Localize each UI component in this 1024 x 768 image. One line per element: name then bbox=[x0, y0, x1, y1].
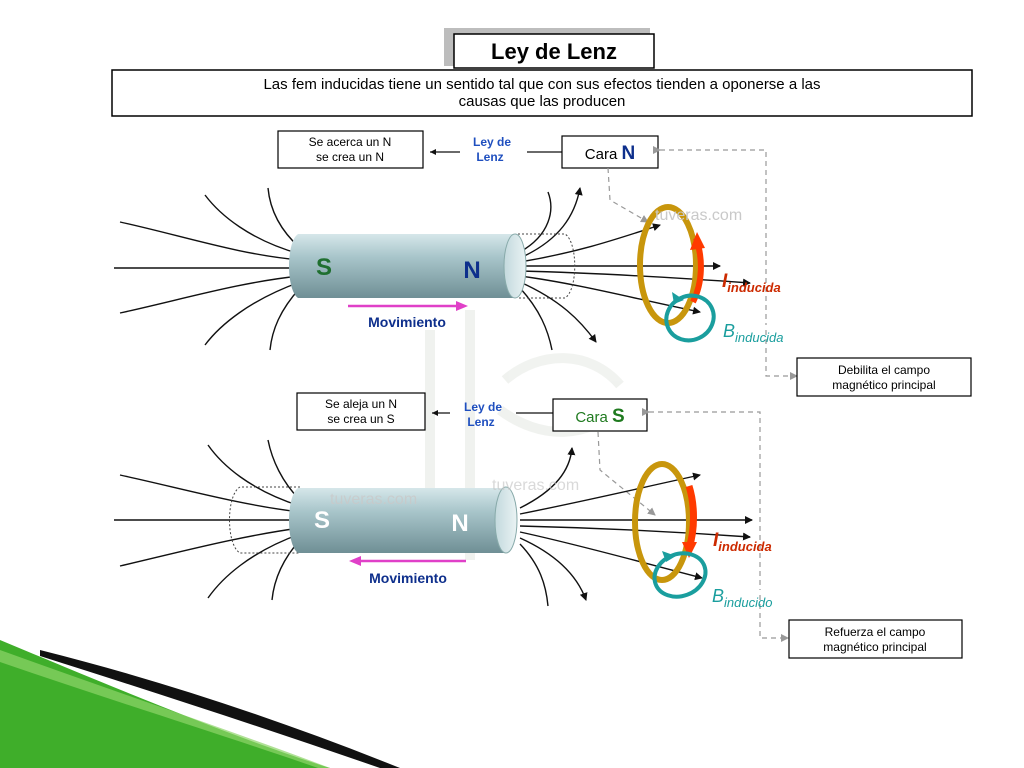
top-watermark: tuveras.com bbox=[655, 207, 742, 224]
bottom-face-prefix: Cara bbox=[575, 409, 612, 426]
title-group: Ley de Lenz bbox=[444, 28, 655, 69]
bottom-panel: Se aleja un N se crea un S Ley de Lenz C… bbox=[114, 392, 963, 659]
bottom-magnet-pole-s: S bbox=[314, 507, 330, 534]
svg-text:Iinducida: Iinducida bbox=[722, 271, 781, 295]
slide-title: Ley de Lenz bbox=[491, 39, 617, 64]
decorative-corner-swoosh bbox=[0, 640, 400, 768]
top-field-symbol: B bbox=[723, 321, 735, 341]
bottom-field-lines bbox=[114, 439, 753, 607]
bottom-magnet-pole-n: N bbox=[451, 510, 468, 537]
svg-text:Cara S: Cara S bbox=[575, 406, 624, 427]
top-result-line-2: se crea un N bbox=[316, 150, 384, 164]
top-motion-label: Movimiento bbox=[368, 314, 446, 330]
top-magnet-pole-s: S bbox=[316, 254, 332, 281]
top-magnet: S N bbox=[289, 233, 527, 299]
statement-box: Las fem inducidas tiene un sentido tal q… bbox=[111, 69, 973, 117]
statement-line-1: Las fem inducidas tiene un sentido tal q… bbox=[263, 76, 820, 93]
top-face-letter: N bbox=[621, 143, 635, 164]
bottom-current-symbol: I bbox=[713, 530, 719, 551]
bottom-current-subscript: inducida bbox=[718, 539, 771, 554]
top-face-prefix: Cara bbox=[585, 146, 622, 163]
statement-line-2: causas que las producen bbox=[459, 93, 626, 110]
svg-text:Binducida: Binducida bbox=[723, 321, 783, 345]
bottom-effect-box: Refuerza el campo magnético principal bbox=[788, 619, 963, 659]
bottom-result-line-1: Se aleja un N bbox=[325, 397, 397, 411]
top-result-box: Se acerca un N se crea un N bbox=[277, 130, 424, 169]
bottom-watermark-magnet: tuveras.com bbox=[330, 491, 417, 508]
top-field-subscript: inducida bbox=[735, 330, 783, 345]
bottom-watermark-coil: tuveras.com bbox=[492, 477, 579, 494]
bottom-field-subscript: inducido bbox=[724, 595, 772, 610]
bottom-magnet: S N bbox=[289, 486, 518, 554]
bottom-face-box: Cara S bbox=[552, 398, 648, 432]
top-effect-line-2: magnético principal bbox=[832, 378, 935, 392]
bottom-law-line-1: Ley de bbox=[464, 400, 502, 414]
bottom-field-loop bbox=[652, 551, 708, 599]
bottom-face-letter: S bbox=[612, 406, 625, 427]
top-field-loop bbox=[664, 293, 716, 343]
svg-text:Cara N: Cara N bbox=[585, 143, 635, 164]
top-panel: Se acerca un N se crea un N Ley de Lenz … bbox=[114, 130, 972, 397]
bottom-motion-label: Movimiento bbox=[369, 570, 447, 586]
top-field-lines bbox=[114, 187, 751, 351]
top-magnet-pole-n: N bbox=[463, 257, 480, 284]
top-law-line-2: Lenz bbox=[476, 150, 503, 164]
bottom-result-box: Se aleja un N se crea un S bbox=[296, 392, 426, 431]
svg-text:Binducido: Binducido bbox=[712, 586, 772, 610]
bottom-coil-ring bbox=[632, 461, 692, 583]
top-law-line-1: Ley de bbox=[473, 135, 511, 149]
top-result-line-1: Se acerca un N bbox=[309, 135, 392, 149]
bottom-effect-line-1: Refuerza el campo bbox=[825, 625, 926, 639]
top-current-subscript: inducida bbox=[727, 280, 780, 295]
bottom-effect-line-2: magnético principal bbox=[823, 640, 926, 654]
bottom-law-line-2: Lenz bbox=[467, 415, 494, 429]
svg-text:Iinducida: Iinducida bbox=[713, 530, 772, 554]
top-current-symbol: I bbox=[722, 271, 728, 292]
bottom-result-line-2: se crea un S bbox=[327, 412, 394, 426]
top-effect-box: Debilita el campo magnético principal bbox=[796, 357, 972, 397]
bottom-field-symbol: B bbox=[712, 586, 724, 606]
top-effect-line-1: Debilita el campo bbox=[838, 363, 930, 377]
top-face-box: Cara N bbox=[561, 135, 659, 169]
